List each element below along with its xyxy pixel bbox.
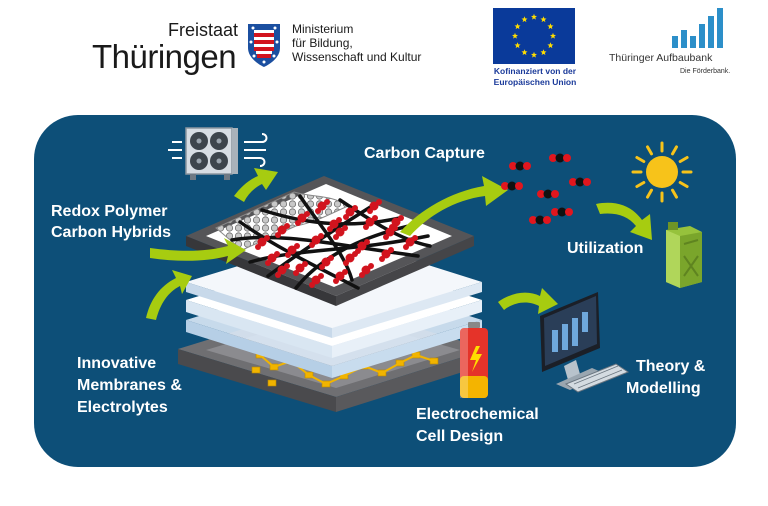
thueringen-text: Thüringen	[92, 38, 237, 75]
sun-icon	[631, 141, 693, 203]
co2-molecule-icon	[501, 153, 591, 225]
polymer-bead	[389, 215, 404, 230]
sun-ray	[671, 145, 678, 156]
polymer-bead	[309, 273, 324, 288]
sun-ray	[678, 156, 689, 163]
sun-ray	[678, 181, 689, 188]
eu-star	[514, 42, 521, 49]
label-membranes-line2: Membranes &	[77, 377, 182, 394]
polymer-bead	[309, 233, 324, 248]
arrow-up-left	[146, 270, 192, 320]
computer-icon	[540, 292, 630, 393]
sun-ray	[646, 145, 653, 156]
sun-ray	[635, 181, 646, 188]
polymer-bead	[333, 225, 348, 240]
co2-molecule	[551, 207, 573, 217]
label-electrochemical-line2: Cell Design	[416, 428, 504, 445]
label-redox-polymer-line2: Carbon Hybrids	[51, 224, 172, 241]
ministry-line-2: für Bildung,	[292, 36, 353, 50]
label-membranes-line3: Electrolytes	[77, 399, 168, 416]
label-electrochemical-line1: Electrochemical	[416, 406, 539, 423]
eu-star	[547, 23, 554, 30]
label-carbon-capture: Carbon Capture	[364, 145, 485, 162]
polymer-bead	[327, 217, 342, 232]
eu-line-1: Kofinanziert von der	[493, 66, 577, 76]
label-theory-line2: Modelling	[626, 380, 701, 397]
sun-ray	[635, 156, 646, 163]
eu-flag-icon	[493, 8, 575, 64]
co2-molecule	[569, 177, 591, 187]
arrow-to-capture	[400, 176, 508, 236]
redox-polymer-clusters	[255, 199, 418, 288]
eu-star	[531, 51, 537, 58]
co2-molecule	[529, 215, 551, 225]
polymer-bead	[367, 199, 382, 214]
eu-star	[514, 23, 521, 30]
sun-ray	[646, 188, 653, 199]
eu-star	[512, 32, 518, 39]
polymer-bead	[265, 251, 280, 266]
eu-star	[531, 13, 537, 20]
eu-line-2: Europäischen Union	[493, 77, 577, 87]
polymer-bead	[315, 199, 330, 214]
eu-cofinanced-text: Kofinanziert von der Europäischen Union	[485, 66, 585, 88]
eu-star	[540, 16, 547, 23]
co2-molecule	[549, 153, 571, 163]
label-redox-polymer-line1: Redox Polymer	[51, 203, 168, 220]
polymer-bead	[275, 263, 290, 278]
polymer-bead	[403, 235, 418, 250]
aufbaubank-tagline: Die Förderbank.	[680, 68, 731, 75]
polymer-bead	[319, 255, 334, 270]
eu-star	[521, 49, 528, 55]
polymer-bead	[343, 205, 358, 220]
freistaat-text: Freistaat	[168, 20, 239, 40]
ministry-line-3: Wissenschaft und Kultur	[292, 50, 422, 64]
eu-star	[521, 16, 528, 23]
thueringen-crest-icon	[248, 24, 280, 67]
arrow-to-computer	[498, 288, 558, 314]
fan-icon	[168, 127, 268, 180]
green-arrows	[146, 168, 652, 320]
aufbaubank-name: Thüringer Aufbaubank	[609, 52, 713, 64]
polymer-bead	[333, 269, 348, 284]
polymer-bead	[359, 263, 374, 278]
eu-star	[550, 32, 556, 39]
co2-molecule	[501, 181, 523, 191]
arrow-up-fan	[234, 168, 278, 202]
eu-star	[540, 49, 547, 55]
freistaat-thueringen-logo: Freistaat Thüringen	[92, 20, 242, 80]
polymer-bead	[255, 235, 270, 250]
label-utilization: Utilization	[567, 240, 644, 257]
polymer-bead	[379, 247, 394, 262]
eu-star	[547, 42, 554, 49]
polymer-bead	[363, 215, 378, 230]
arrow-to-canister	[596, 202, 652, 240]
polymer-bead	[285, 243, 300, 258]
polymer-bead	[295, 211, 310, 226]
polymer-bead	[275, 223, 290, 238]
polymer-bead	[343, 251, 358, 266]
battery-icon	[460, 322, 488, 398]
polymer-bead	[293, 261, 308, 276]
co2-molecule	[509, 161, 531, 171]
label-theory-line1: Theory &	[636, 358, 706, 375]
aufbaubank-bars-icon	[672, 8, 723, 48]
arrow-to-sheet	[150, 238, 246, 264]
ministry-name: Ministerium für Bildung, Wissenschaft un…	[292, 22, 421, 64]
label-membranes-line1: Innovative	[77, 355, 157, 372]
ministry-line-1: Ministerium	[292, 22, 354, 36]
co2-molecule	[537, 189, 559, 199]
canister-icon	[666, 222, 702, 288]
sun-ray	[671, 188, 678, 199]
